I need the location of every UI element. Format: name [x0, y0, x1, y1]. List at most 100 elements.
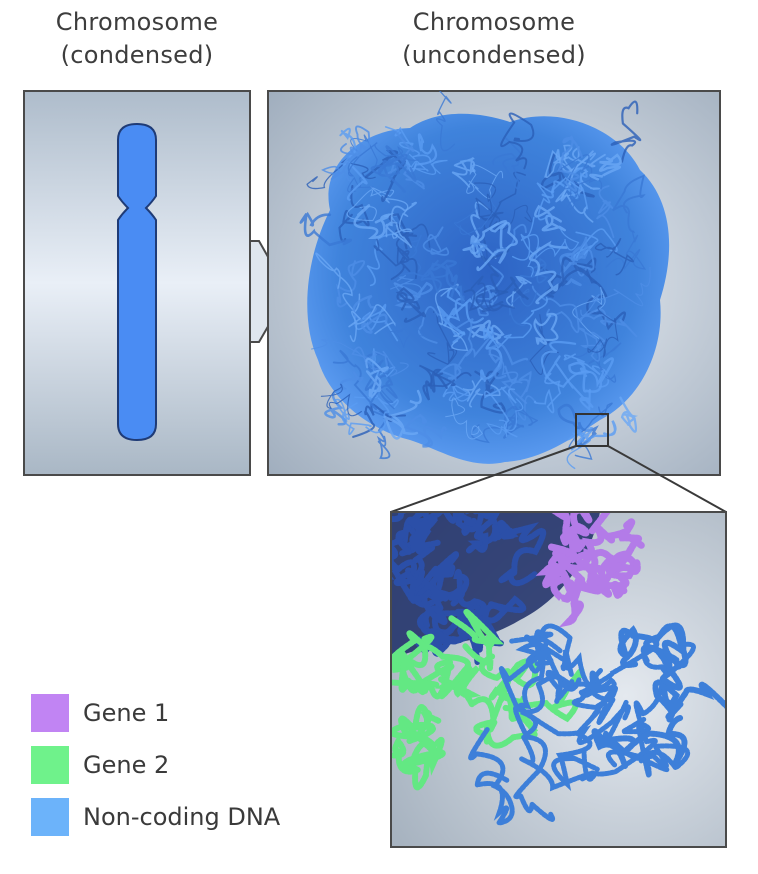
chromatin-strand — [437, 298, 487, 336]
zoom-region-marker — [575, 413, 609, 447]
chromatin-strand — [384, 126, 432, 163]
chromatin-strand — [557, 403, 599, 448]
gene-1-swatch — [31, 694, 69, 732]
uncondensed-title-line2: (uncondensed) — [402, 41, 586, 69]
chromatin-strand — [484, 386, 518, 438]
dna-strand — [617, 625, 683, 691]
chromatin-strand — [454, 188, 497, 237]
dna-strand — [591, 715, 688, 769]
chromatin-strand — [365, 397, 399, 434]
chromatin-cloud — [299, 91, 670, 470]
chromatin-strand — [439, 332, 495, 381]
chromatin-strand — [556, 154, 603, 190]
dna-strand — [468, 726, 515, 827]
chromatin-strand — [347, 142, 419, 177]
chromatin-strand — [500, 112, 535, 170]
condensed-title-line1: Chromosome — [55, 8, 219, 36]
dna-strand — [547, 543, 630, 603]
chromatin-strand — [501, 365, 532, 404]
chromatin-strand — [563, 353, 610, 388]
chromatin-strand — [407, 153, 448, 175]
chromatin-strand — [413, 259, 451, 294]
chromatin-strand — [564, 162, 581, 210]
chromatin-strand — [451, 157, 476, 188]
dna-strand — [473, 692, 539, 749]
chromatin-strand — [533, 312, 559, 345]
legend-label: Gene 2 — [83, 751, 170, 779]
condensed-panel-title: Chromosome (condensed) — [24, 6, 250, 72]
chromatin-strand — [388, 213, 418, 250]
dna-strand — [416, 568, 470, 611]
chromatin-strand — [347, 134, 378, 193]
chromatin-strand — [390, 247, 418, 281]
chromatin-strand — [311, 339, 409, 377]
condensed-chromosome — [117, 122, 157, 442]
chromatin-strand — [544, 355, 594, 412]
chromatin-strand — [572, 286, 606, 339]
dna-strand — [398, 715, 437, 776]
dna-strand — [558, 518, 636, 584]
chromatin-strand — [486, 296, 548, 350]
chromatin-strand — [570, 420, 617, 451]
chromatin-strand — [564, 236, 595, 277]
condensed-title-line2: (condensed) — [60, 41, 214, 69]
chromatin-strand — [480, 326, 503, 382]
chromatin-strand — [481, 204, 533, 260]
chromatin-strand — [373, 223, 431, 267]
dna-strand — [414, 550, 460, 607]
chromatin-strand — [619, 396, 639, 433]
dna-strand — [406, 516, 441, 555]
chromatin-strand — [351, 346, 396, 369]
dna-strand — [535, 549, 578, 589]
legend-item-non-coding-dna: Non-coding DNA — [31, 798, 280, 836]
chromatin-strand — [445, 397, 483, 440]
chromatin-strand — [348, 304, 396, 343]
chromatin-strand — [610, 100, 642, 163]
chromatin-strand — [422, 226, 450, 256]
chromatin-strand — [365, 357, 389, 398]
chromatin-strand — [352, 294, 388, 334]
chromatin-strand — [480, 248, 529, 300]
dna-strand — [602, 699, 690, 773]
chromatin-strand — [488, 353, 537, 421]
chromatin-strand — [473, 182, 501, 231]
legend-item-gene-2: Gene 2 — [31, 746, 169, 784]
chromatin-strand — [534, 204, 567, 232]
chromatin-strand — [385, 198, 413, 239]
dna-strand — [391, 524, 412, 560]
chromatin-strand — [395, 286, 427, 323]
dna-strand — [598, 531, 645, 585]
chromatin-strand — [557, 135, 583, 192]
dna-strand — [447, 608, 505, 671]
chromatin-strand — [536, 176, 589, 221]
chromatin-strand — [463, 289, 515, 313]
chromatin-strand — [442, 379, 472, 402]
chromatin-strand — [595, 185, 615, 239]
legend-label: Non-coding DNA — [83, 803, 281, 831]
chromatin-strand — [320, 383, 362, 417]
chromatin-strand — [528, 240, 568, 305]
chromatin-strand — [299, 211, 353, 247]
zoom-line-right — [607, 445, 727, 513]
chromatin-strand — [466, 319, 505, 347]
chromatin-strand — [333, 398, 372, 436]
chromatin-strand — [418, 305, 474, 357]
dna-strand — [581, 623, 696, 782]
chromatin-strand — [476, 221, 518, 272]
chromatin-strand — [336, 260, 366, 308]
chromatin-strand — [519, 257, 555, 284]
dna-strand — [414, 628, 481, 668]
chromatin-strand — [529, 314, 559, 375]
chromatin-strand — [544, 144, 596, 179]
dna-strand — [391, 630, 472, 699]
chromatin-strand — [578, 327, 606, 362]
chromatin-strand — [427, 310, 458, 365]
chromatin-strand — [587, 305, 619, 359]
chromatin-strand — [431, 259, 465, 305]
chromatin-strand — [488, 343, 529, 380]
chromatin-strand — [605, 230, 647, 271]
chromatin-strand — [339, 127, 368, 201]
chromatin-strand — [404, 413, 447, 448]
inset-dna-detail — [391, 512, 726, 827]
legend-label: Gene 1 — [83, 699, 170, 727]
